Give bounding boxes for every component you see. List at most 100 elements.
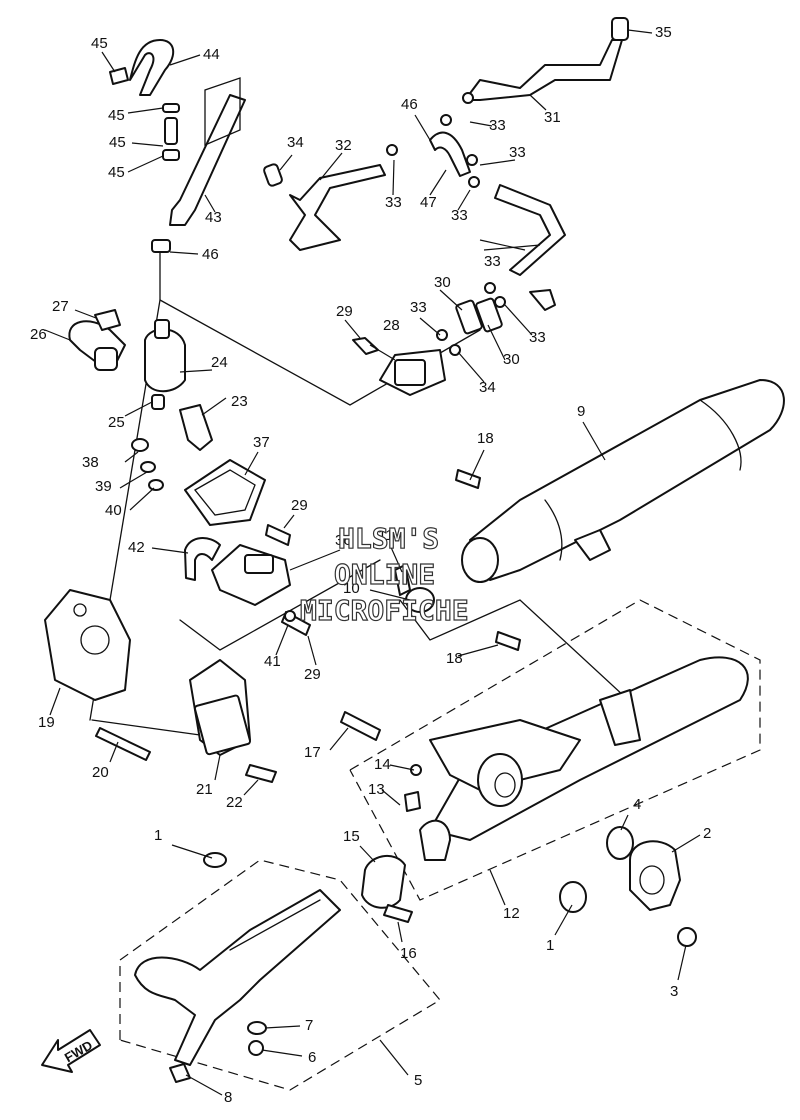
leader-line: [489, 869, 506, 906]
callout: 19: [38, 714, 55, 731]
muffler-lower: [340, 656, 749, 861]
callout: 18: [477, 430, 494, 447]
leader-line: [379, 1039, 409, 1076]
callout: 22: [226, 794, 243, 811]
callouts: 1 1 2 3 4 5 6 7 8 9 10 11 12 13 14 15 16…: [30, 24, 711, 1106]
leader-line: [129, 487, 155, 511]
callout: 37: [253, 434, 270, 451]
leader-line: [469, 449, 485, 481]
callout: 44: [203, 46, 220, 63]
watermark-line-3: MICROFICHE: [300, 594, 469, 627]
callout: 21: [196, 781, 213, 798]
callout: 11: [378, 527, 394, 544]
callout: 34: [479, 379, 496, 396]
callout: 16: [400, 945, 417, 962]
leader-line: [381, 789, 401, 806]
leader-line: [171, 844, 213, 859]
callout: 26: [30, 326, 47, 343]
callout: 24: [211, 354, 228, 371]
callout: 28: [383, 317, 400, 334]
leader-line: [554, 904, 573, 936]
callout: 33: [451, 207, 468, 224]
leader-line: [419, 317, 441, 336]
leader-line: [124, 401, 153, 417]
leader-line: [151, 547, 189, 554]
leader-line: [457, 189, 471, 211]
leader-line: [671, 834, 701, 853]
watermark-line-2: ONLINE: [334, 558, 435, 591]
callout: 3: [670, 983, 678, 1000]
leader-line: [44, 329, 71, 341]
leader-line: [369, 589, 411, 601]
leader-line: [283, 514, 295, 529]
air-cut-valve: [68, 309, 213, 451]
engine-side-parts: [44, 589, 277, 783]
leader-line: [479, 159, 516, 166]
leader-line: [439, 289, 463, 311]
leader-line: [504, 304, 533, 336]
air-pipes-upper: [263, 17, 629, 311]
leader-line: [429, 169, 447, 196]
callout: 1: [546, 937, 554, 954]
leader-line: [127, 107, 164, 114]
flange-and-gaskets: [203, 826, 697, 947]
callout: 4: [633, 796, 641, 813]
reed-valve-assembly: [352, 282, 506, 396]
callout: 47: [420, 194, 437, 211]
callout: 33: [529, 329, 546, 346]
leader-line: [487, 324, 506, 361]
leader-line: [359, 845, 376, 863]
leader-line: [389, 544, 403, 573]
callout: 12: [503, 905, 520, 922]
callout: 43: [205, 209, 222, 226]
callout: 6: [308, 1049, 316, 1066]
callout: 14: [374, 756, 391, 773]
leader-line: [279, 154, 293, 171]
leader-line: [392, 159, 395, 196]
callout: 33: [484, 253, 501, 270]
callout: 13: [368, 781, 385, 798]
leader-line: [119, 471, 148, 489]
leader-line: [101, 51, 116, 73]
leader-line: [169, 251, 199, 255]
callout: 27: [52, 298, 69, 315]
leader-line: [169, 54, 201, 66]
leader-line: [124, 451, 139, 463]
callout: 38: [82, 454, 99, 471]
callout: 9: [577, 403, 585, 420]
callout: 33: [509, 144, 526, 161]
leader-line: [329, 727, 349, 751]
muffler-upper: [394, 379, 785, 651]
leader-line: [677, 944, 687, 981]
leader-line: [243, 779, 259, 796]
leader-line: [620, 814, 629, 831]
callout: 31: [544, 109, 561, 126]
watermark: HLSM'S ONLINE MICROFICHE: [299, 521, 469, 627]
leader-line: [49, 687, 61, 716]
exhaust-pipe: [134, 889, 341, 1083]
callout: 7: [305, 1017, 313, 1034]
leader-line: [179, 369, 213, 373]
leader-lines: [44, 29, 701, 1096]
callout: 33: [410, 299, 427, 316]
leader-line: [469, 121, 493, 127]
callout: 25: [108, 414, 125, 431]
callout: 29: [304, 666, 321, 683]
leader-line: [185, 1074, 223, 1096]
leader-line: [244, 451, 259, 476]
leader-line: [275, 624, 289, 656]
callout: 45: [108, 164, 125, 181]
leader-line: [307, 635, 317, 666]
cover-and-joint: [131, 438, 311, 636]
callout: 18: [446, 650, 463, 667]
leader-line: [289, 549, 341, 571]
leader-line: [344, 319, 361, 339]
callout: 23: [231, 393, 248, 410]
callout: 45: [108, 107, 125, 124]
fwd-arrow: FWD: [41, 1029, 101, 1073]
leader-line: [264, 1025, 301, 1029]
callout: 45: [109, 134, 126, 151]
callout: 29: [291, 497, 308, 514]
callout: 35: [655, 24, 672, 41]
